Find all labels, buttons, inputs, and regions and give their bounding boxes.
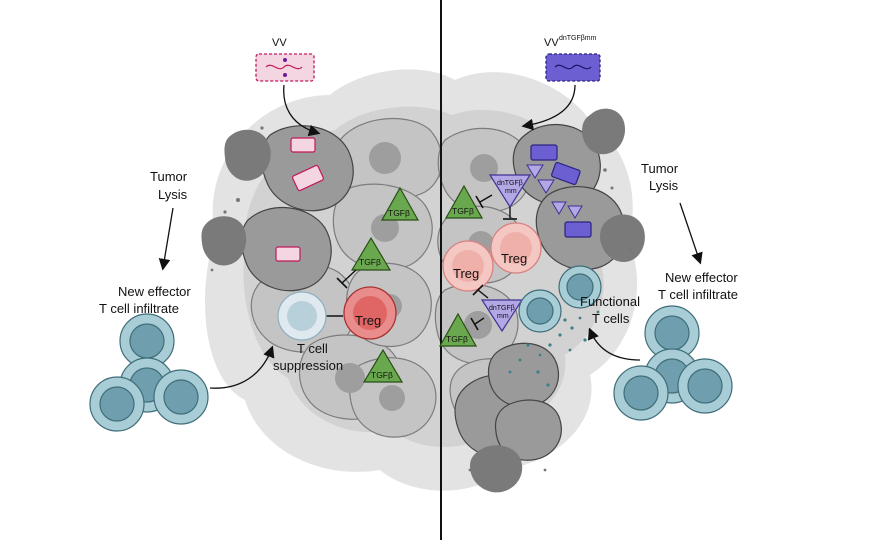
tcell-suppression-line1: T cell [297,341,328,356]
vv-dntgfb-particle [530,144,592,238]
tumor-lysis-left-line2: Lysis [158,187,188,202]
arrow-infiltrate-right [587,327,641,361]
tgfb-triangle: TGFβ [362,348,404,383]
tumor-lysis-right-line1: Tumor [641,161,679,176]
functional-tcells-line1: Functional [580,294,640,309]
functional-tcells [518,265,602,333]
svg-text:mm: mm [505,188,517,195]
tumor-lysis-right-line2: Lysis [649,178,679,193]
svg-text:dnTGFβ: dnTGFβ [497,180,523,187]
tgfb-triangle: TGFβ [444,184,484,219]
vv-particle [275,137,325,262]
svg-text:dnTGFβ: dnTGFβ [489,305,515,312]
treg-cell-left [343,286,397,340]
vv-virus-icon [255,53,315,82]
svg-text:TGFβ: TGFβ [446,334,468,344]
svg-text:TGFβ: TGFβ [359,257,381,267]
svg-text:TGFβ: TGFβ [371,370,393,380]
tcell-cluster-left [89,313,209,432]
arrow-lysis-left [158,207,174,271]
vv-label-right: VV [544,37,559,49]
vv-label-right-superscript: dnTGFβmm [559,35,597,42]
inhibit-tgfb-treg-left [341,269,357,284]
arrow-vvdn-infect [521,84,576,131]
arrow-infiltrate-left [209,345,275,389]
treg-label-right-1: Treg [453,266,479,281]
lysed-tumor-cells-left [201,125,354,292]
new-effector-left-line1: New effector [118,284,191,299]
svg-text:mm: mm [497,313,509,320]
vv-label-left: VV [272,37,287,49]
svg-text:TGFβ: TGFβ [452,206,474,216]
vv-dntgfb-virus-icon [545,53,601,82]
dn-tgfb-receptor-upper: dnTGFβ mm [488,174,532,209]
new-effector-right-line1: New effector [665,270,738,285]
treg-cell-right-1 [442,240,494,292]
suppressed-tcell [277,291,327,341]
tcell-suppression-line2: suppression [273,358,343,373]
functional-tcells-line2: T cells [592,311,630,326]
lysed-tumor-cells-right [454,108,645,493]
dn-receptor-small [526,164,583,219]
tgfb-triangle: TGFβ [350,236,392,271]
tgfb-triangle: TGFβ [380,186,420,221]
svg-text:TGFβ: TGFβ [388,208,410,218]
dn-tgfb-receptor-lower: dnTGFβ mm [480,299,524,333]
tumor-lysis-left-line1: Tumor [150,169,188,184]
treg-cell-right-2 [490,222,542,274]
new-effector-right-line2: T cell infiltrate [658,287,738,302]
arrow-lysis-right [679,202,703,265]
tgfb-triangle: TGFβ [438,312,478,347]
tcell-cluster-right [613,305,733,421]
treg-label-right-2: Treg [501,251,527,266]
arrow-vv-infect [283,84,321,137]
new-effector-left-line2: T cell infiltrate [99,301,179,316]
treg-label-left: Treg [355,313,381,328]
